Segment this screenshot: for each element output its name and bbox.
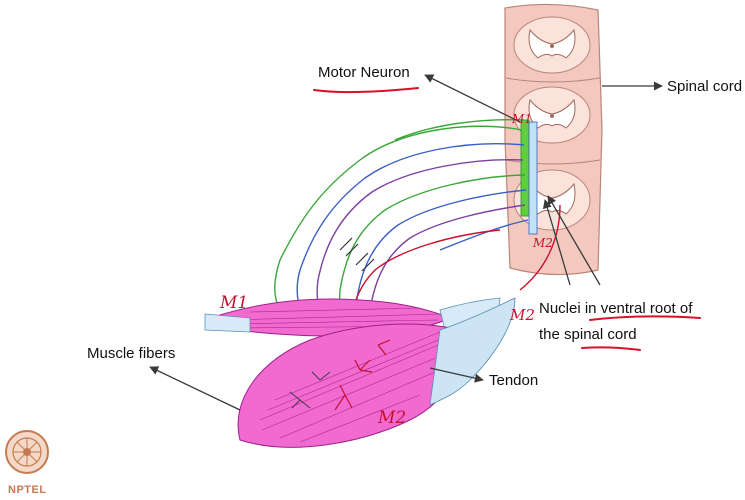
- motor-neuron-underline: [314, 88, 418, 92]
- motor-neuron-label: Motor Neuron: [318, 64, 410, 81]
- muscle-fibers-arrow: [150, 367, 240, 410]
- nuclei-label-line1: Nuclei in ventral root of: [539, 300, 692, 317]
- ventral-root-nuclei-m2: [529, 122, 537, 234]
- spinal-cord-underline: [582, 347, 640, 350]
- handwritten-m2-muscle: M2: [378, 408, 406, 428]
- nptel-logo: [6, 431, 48, 473]
- ventral-root-nuclei-m1: [521, 120, 529, 216]
- spinal-cord-label: Spinal cord: [667, 78, 742, 95]
- handwritten-m2-top: M2: [533, 236, 553, 250]
- spinal-cord-cross-section-1: [514, 17, 590, 73]
- nuclei-label-line2: the spinal cord: [539, 326, 637, 343]
- handwritten-m1-muscle: M1: [220, 293, 248, 313]
- nptel-logo-text: NPTEL: [8, 484, 47, 496]
- tendon-label: Tendon: [489, 372, 538, 389]
- handwritten-m2-right: M2: [510, 306, 535, 324]
- spinal-cord: [505, 4, 602, 274]
- handwritten-m1-top: M1: [512, 112, 532, 126]
- muscle-fibers-label: Muscle fibers: [87, 345, 175, 362]
